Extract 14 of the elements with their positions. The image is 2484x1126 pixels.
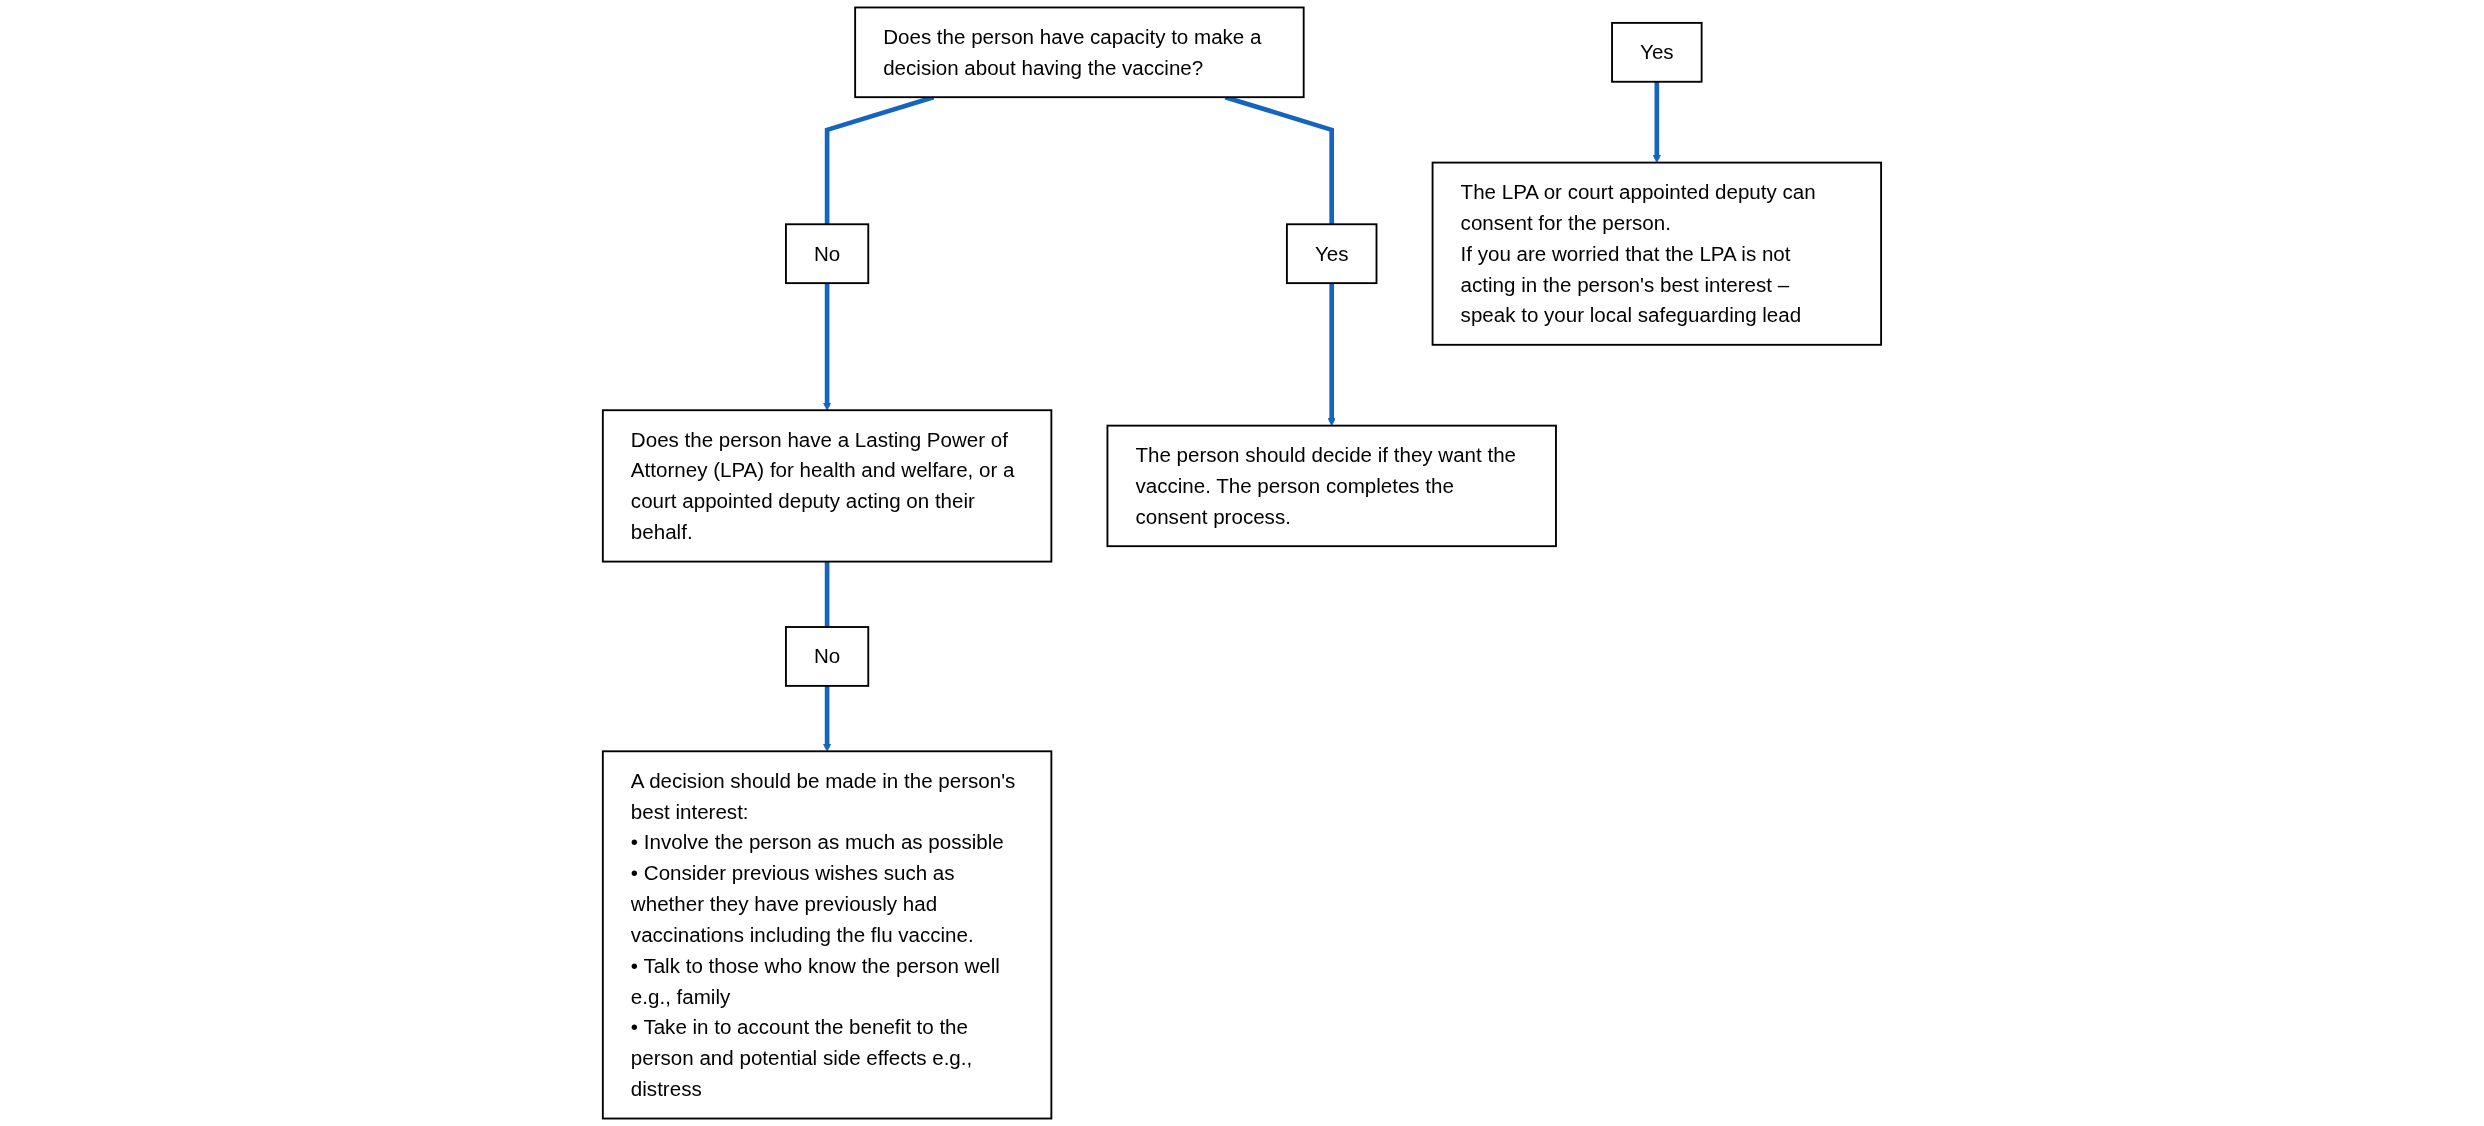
arrow: [1327, 283, 1336, 426]
node-box: The LPA or court appointed deputy can consent for the person. If you are worried that the LPA is not acting in the person's best interest – speak to your local safeguarding lead: [1431, 161, 1883, 346]
arrow: [1652, 81, 1661, 163]
node-box: No: [785, 223, 870, 285]
connector: [824, 561, 830, 627]
node-box: Does the person have a Lasting Power of Attorney (LPA) for health and welfare, or a court appointed deputy acting on their behalf.: [601, 409, 1053, 563]
node-box: Yes: [1611, 21, 1703, 83]
arrow: [823, 685, 832, 752]
node-box: The person should decide if they want the vaccine. The person completes the consent process.: [1106, 424, 1557, 548]
node-box: A decision should be made in the person's best interest: • Involve the person as much as possible • Consider previous wishes such as whether they have previously had vaccinations including the flu vaccine. • Talk to those who know the person well e.g., family • Take in to account the benefit to the person and potential side effects e.g., distress: [601, 750, 1053, 1120]
node-box: Yes: [1286, 223, 1378, 285]
node-box: No: [785, 626, 870, 687]
arrow: [823, 283, 832, 411]
node-box: Does the person have capacity to make a decision about having the vaccine?: [854, 6, 1305, 99]
